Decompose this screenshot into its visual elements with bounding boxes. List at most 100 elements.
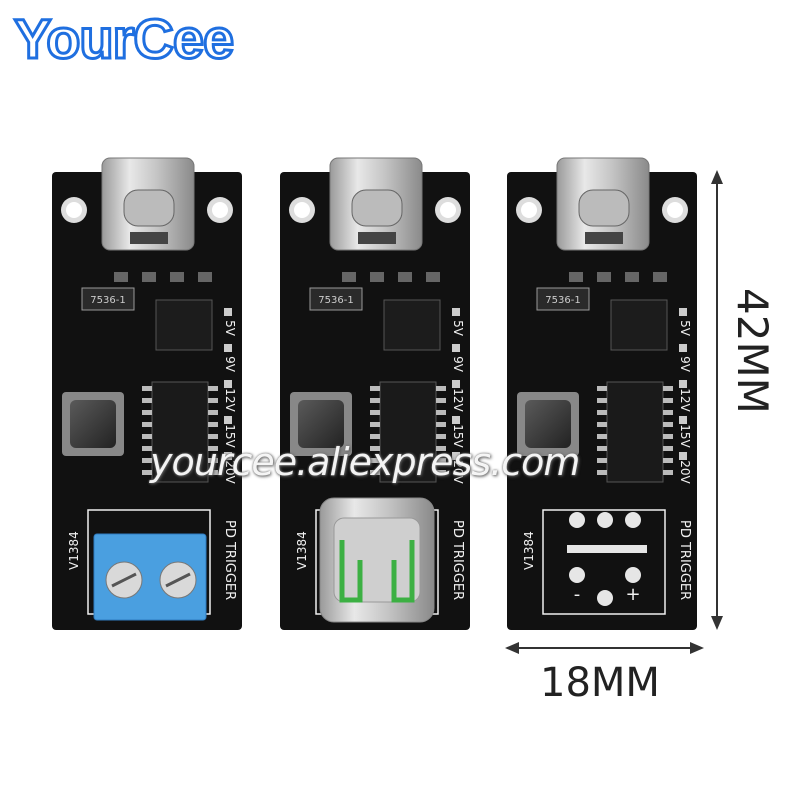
voltage-label: 9V [223,356,237,373]
smd-resistor [170,272,184,282]
smd-resistor [342,272,356,282]
model-label: V1384 [67,531,81,570]
mcu-pin [436,470,446,475]
model-label: V1384 [522,531,536,570]
pd-controller-chip [610,299,668,351]
mcu-pin [370,434,380,439]
mcu-pin [597,422,607,427]
mcu-pin [208,434,218,439]
push-button [298,400,344,448]
mcu-pin [142,458,152,463]
usb-c-pins [130,232,168,244]
pad-polarity-label: + [625,584,640,605]
mcu-pin [663,434,673,439]
voltage-label: 12V [451,388,465,412]
mcu-pin [663,410,673,415]
smd-resistor [398,272,412,282]
mounting-hole [212,202,228,218]
smd-resistor [569,272,583,282]
voltage-label: 15V [451,424,465,448]
mounting-hole [440,202,456,218]
screw-slot [111,572,137,588]
mcu-pin [370,446,380,451]
mcu-pin [142,422,152,427]
mcu-pin [208,458,218,463]
push-button [70,400,116,448]
mcu-chip [606,381,664,483]
solder-pad [597,590,613,606]
mcu-pin [208,386,218,391]
mounting-hole [294,202,310,218]
mcu-pin [436,422,446,427]
mcu-pin [208,398,218,403]
voltage-label: 9V [678,356,692,373]
smd-resistor [142,272,156,282]
mcu-pin [370,422,380,427]
voltage-label: 12V [678,388,692,412]
regulator-chip [536,287,590,311]
mcu-pin [663,458,673,463]
mcu-pin [597,458,607,463]
voltage-label: 12V [223,388,237,412]
mcu-pin [370,470,380,475]
smd-resistor [114,272,128,282]
width-dimension-label: 18MM [540,660,660,706]
mcu-pin [142,470,152,475]
mcu-pin [436,458,446,463]
solder-pad [569,567,585,583]
mcu-pin [436,386,446,391]
smd-resistor [370,272,384,282]
voltage-led [224,452,232,460]
voltage-led [224,308,232,316]
mcu-pin [663,446,673,451]
screw-slot [165,572,191,588]
mcu-pin [663,422,673,427]
mcu-pin [436,410,446,415]
mcu-chip [379,381,437,483]
pd-trigger-label: PD TRIGGER [222,520,237,600]
voltage-label: 5V [451,320,465,337]
regulator-marking: 7536-1 [545,295,580,306]
solder-pad [625,567,641,583]
mcu-pin [142,410,152,415]
voltage-label: 5V [223,320,237,337]
mcu-pin [142,386,152,391]
mcu-pin [370,458,380,463]
mcu-pin [142,446,152,451]
height-dimension-arrow [711,170,723,630]
regulator-chip [81,287,135,311]
pd-controller-chip [383,299,441,351]
socket-opening [333,517,421,603]
solder-pad [625,512,641,528]
brand-logo: YourCee [12,6,235,72]
mcu-pin [597,386,607,391]
mcu-pin [370,398,380,403]
usb-c-pins [585,232,623,244]
mcu-pin [597,434,607,439]
voltage-label: 9V [451,356,465,373]
smd-resistor [653,272,667,282]
watermark: yourcee.aliexpress.com [150,440,580,484]
pd-controller-chip [155,299,213,351]
pd-trigger-label: PD TRIGGER [677,520,692,600]
mcu-pin [597,470,607,475]
mcu-pin [370,386,380,391]
pd-trigger-label: PD TRIGGER [450,520,465,600]
voltage-led [679,452,687,460]
push-button [525,400,571,448]
usb-c-port-opening [123,189,175,227]
mcu-chip [151,381,209,483]
voltage-label: 20V [451,460,465,484]
mcu-pin [436,446,446,451]
voltage-led [452,380,460,388]
smd-resistor [625,272,639,282]
socket-tongue [339,540,415,603]
voltage-led [452,416,460,424]
voltage-led [679,416,687,424]
voltage-led [452,452,460,460]
model-label: V1384 [295,531,309,570]
solder-strip [567,545,647,553]
